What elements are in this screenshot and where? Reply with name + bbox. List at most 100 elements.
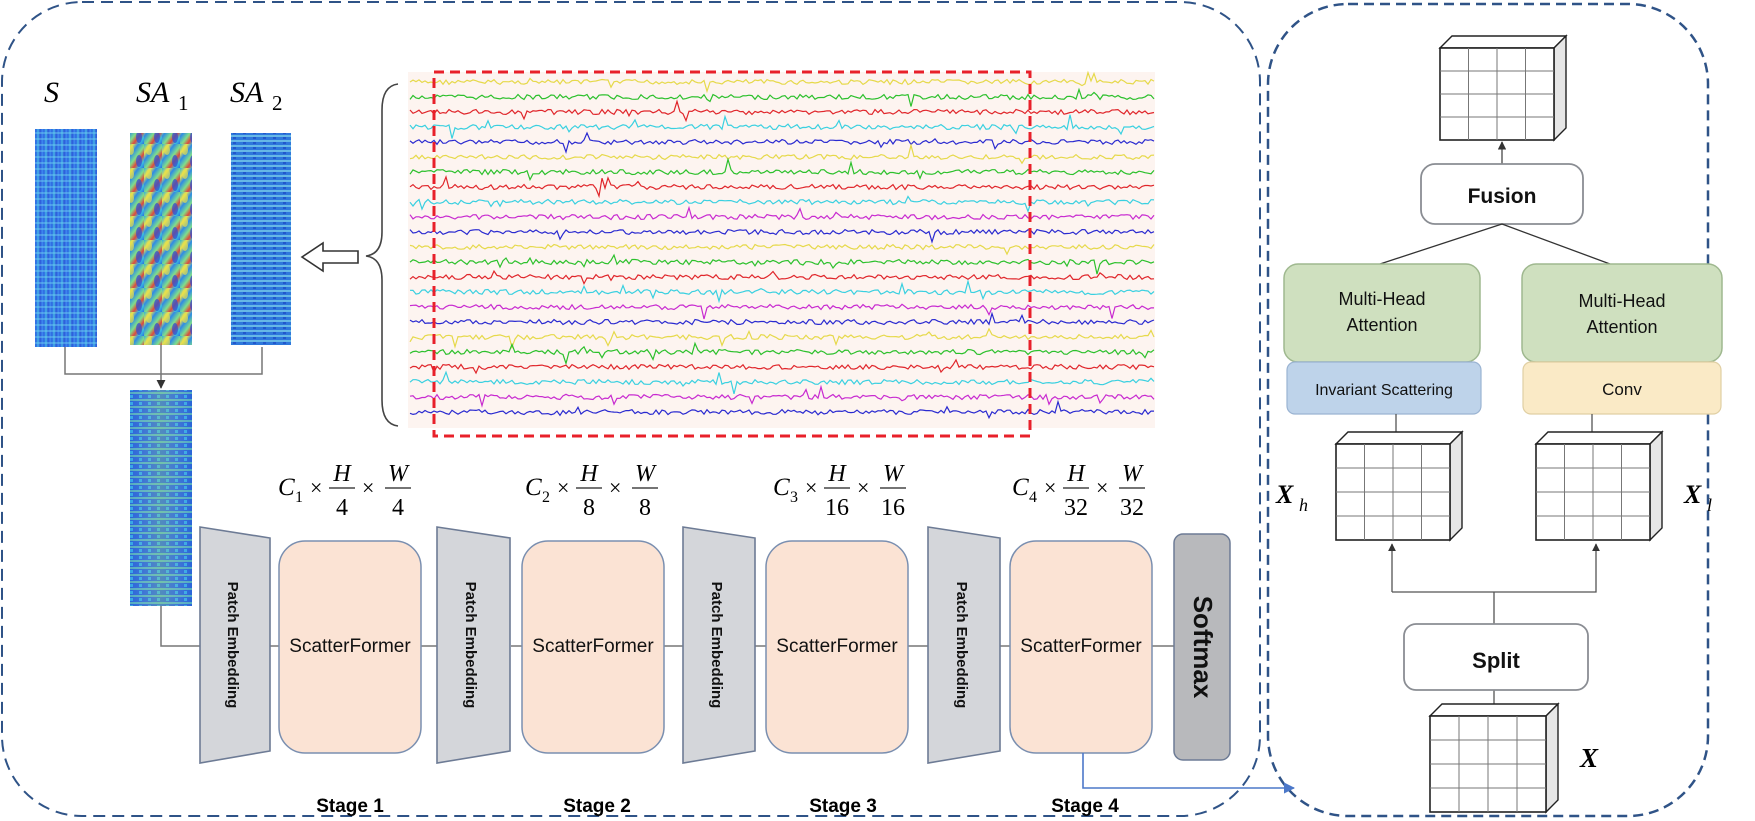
scalogram-sa2 [231,133,291,345]
formula-h-div: 8 [583,495,595,521]
eeg-channel-trace [409,341,1155,366]
sa2-label: SA 2 [230,76,283,115]
stage-4-label: Stage 4 [1051,796,1119,817]
scatterformer-block-2: ScatterFormer [521,540,665,754]
xh-label: X h [1275,480,1308,515]
split-block: Split [1403,623,1589,691]
formula-w-div: 16 [881,495,905,521]
tensor-top-face [1534,431,1664,445]
patch-embedding-4: Patch Embedding [927,526,1001,764]
formula-channel-sub: 1 [295,489,303,506]
tensor-side-face [1449,430,1463,542]
tensor-side-face [1545,702,1559,814]
svg-text:X: X [1683,480,1702,509]
eeg-signal-panel [408,70,1155,438]
formula-times: × [362,475,374,500]
scatterformer-block-4: ScatterFormer [1009,540,1153,754]
eeg-channel-trace [409,87,1155,107]
eeg-channel-trace [409,279,1155,304]
sa1-label: SA 1 [136,76,189,115]
formula-h-div: 16 [825,495,849,521]
formula-times: × [1044,475,1056,500]
eeg-channel-trace [409,269,1155,286]
svg-text:Attention: Attention [1586,317,1657,337]
mha-left-block: Multi-Head Attention [1283,263,1481,363]
hollow-left-arrow-icon [300,241,359,273]
formula-channel: C [773,474,790,501]
formula-channel: C [278,474,295,501]
formula-w-div: 4 [392,495,404,521]
stage-2-label: Stage 2 [563,796,631,817]
eeg-channel-trace [409,303,1154,320]
output-tensor-icon [1438,34,1568,142]
formula-w-div: 32 [1120,495,1144,521]
mha-right-block: Multi-Head Attention [1521,263,1723,363]
svg-text:ScatterFormer: ScatterFormer [776,636,898,657]
eeg-channel-trace [409,358,1155,375]
input-tensor-icon [1428,702,1560,814]
svg-text:Multi-Head: Multi-Head [1338,289,1425,309]
svg-text:Attention: Attention [1346,315,1417,335]
formula-h: H [332,461,352,487]
svg-text:Softmax: Softmax [1188,596,1218,699]
scatterformer-block-1: ScatterFormer [278,540,422,754]
svg-text:X: X [1275,480,1294,509]
patch-embedding-2: Patch Embedding [436,526,511,764]
formula-times: × [805,475,817,500]
svg-text:ScatterFormer: ScatterFormer [532,636,654,657]
svg-text:2: 2 [272,91,283,115]
svg-text:Patch Embedding: Patch Embedding [708,582,725,709]
formula-channel: C [1012,474,1029,501]
main-pipeline-frame [1,1,1261,817]
tensor-side-face [1649,430,1663,542]
formula-h: H [579,461,599,487]
formula-h: H [1066,461,1086,487]
invariant-scattering-block: Invariant Scattering [1286,361,1482,415]
svg-text:Split: Split [1472,648,1520,673]
stage-1-label: Stage 1 [316,796,384,817]
s-label: S [44,76,59,109]
formula-channel-sub: 3 [790,489,798,506]
formula-w: W [883,461,905,487]
svg-text:Invariant Scattering: Invariant Scattering [1315,382,1453,399]
formula-w: W [635,461,657,487]
svg-text:SA: SA [230,76,264,109]
tensor-top-face [1334,431,1464,445]
svg-text:ScatterFormer: ScatterFormer [1020,636,1142,657]
formula-h-div: 32 [1064,495,1088,521]
x-input-label: X [1579,743,1599,773]
formula-w-div: 8 [639,495,651,521]
eeg-channel-trace [409,114,1155,139]
formula-times: × [1096,475,1108,500]
curly-brace-icon [365,83,399,427]
formula-w: W [1122,461,1144,487]
fusion-block: Fusion [1420,163,1584,225]
xl-label: X l [1683,480,1712,515]
scalogram-s [35,129,97,347]
conv-block: Conv [1522,361,1722,415]
stage-3-label: Stage 3 [809,796,877,817]
scatterformer-block-3: ScatterFormer [765,540,909,754]
svg-text:1: 1 [178,91,189,115]
svg-text:Patch Embedding: Patch Embedding [953,582,970,709]
svg-text:SA: SA [136,76,170,109]
formula-channel-sub: 4 [1029,489,1037,506]
xh-tensor-icon [1334,430,1464,542]
svg-text:ScatterFormer: ScatterFormer [289,636,411,657]
svg-text:Conv: Conv [1602,380,1642,399]
eeg-channel-trace [409,311,1155,326]
svg-text:l: l [1707,495,1712,515]
fused-scalogram-overlay [130,390,192,606]
patch-embedding-1: Patch Embedding [199,526,271,764]
split-connectors [1388,543,1600,704]
formula-h-div: 4 [336,495,348,521]
formula-times: × [557,475,569,500]
detail-link-arrow [1082,753,1296,794]
formula-channel-sub: 2 [542,489,550,506]
formula-h: H [827,461,847,487]
svg-text:Patch Embedding: Patch Embedding [462,582,479,709]
softmax-block: Softmax [1173,533,1231,761]
